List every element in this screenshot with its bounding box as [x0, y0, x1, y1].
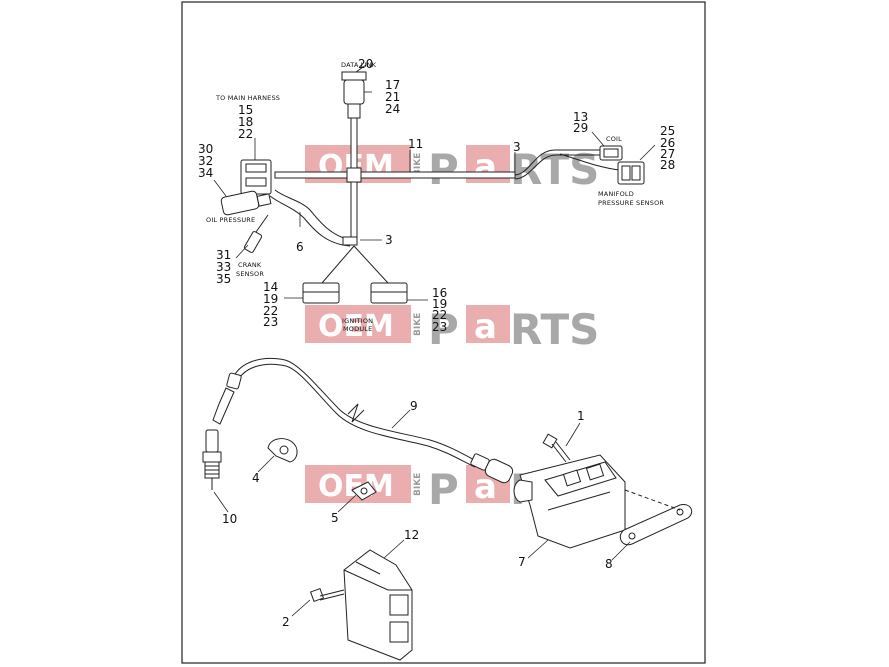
callout-8: 8 — [605, 557, 613, 571]
callout-18: 18 — [238, 115, 253, 129]
callout-13: 13 — [573, 110, 588, 124]
callout-35: 35 — [216, 272, 231, 286]
oil-pressure-sensor — [220, 190, 272, 216]
callout-34: 34 — [198, 166, 213, 180]
main-harness-label: TO MAIN HARNESS — [215, 94, 280, 102]
ignition-label-1: IGNITION — [342, 317, 373, 325]
main-harness-connector — [240, 159, 272, 195]
ignition-label-2: MODULE — [343, 325, 372, 333]
data-link-connector — [341, 71, 367, 119]
oil-pressure-label: OIL PRESSURE — [206, 216, 255, 224]
bolt-2 — [309, 587, 345, 603]
ignition-connector-right — [370, 282, 408, 304]
callout-16: 16 — [432, 286, 447, 300]
callout-22a: 22 — [238, 127, 253, 141]
callout-6: 6 — [296, 240, 304, 254]
watermark-2: OEM BIKE P a RTS — [305, 305, 599, 354]
svg-text:BIKE: BIKE — [413, 153, 423, 176]
callout-9: 9 — [410, 399, 418, 413]
svg-text:BIKE: BIKE — [413, 473, 423, 496]
spark-plug-cable — [212, 357, 514, 484]
callout-19b: 19 — [432, 297, 447, 311]
svg-text:RTS: RTS — [510, 145, 599, 194]
callout-31: 31 — [216, 248, 231, 262]
crank-sensor — [243, 214, 269, 253]
callout-2: 2 — [282, 615, 290, 629]
callout-22c: 22 — [432, 308, 447, 322]
svg-text:BIKE: BIKE — [413, 313, 423, 336]
svg-text:P: P — [428, 465, 459, 514]
callout-32: 32 — [198, 154, 213, 168]
svg-text:OEM: OEM — [318, 469, 394, 504]
callout-3b: 3 — [385, 233, 393, 247]
data-link-label: DATA LINK — [341, 61, 377, 69]
callout-33: 33 — [216, 260, 231, 274]
wiring-harness — [269, 117, 621, 284]
callout-1: 1 — [577, 409, 585, 423]
callout-20: 20 — [358, 57, 373, 71]
coil-label: COIL — [606, 135, 622, 143]
callout-22b: 22 — [263, 304, 278, 318]
crank-label-1: CRANK — [238, 261, 262, 269]
callout-25: 25 — [660, 124, 675, 138]
callout-15: 15 — [238, 103, 253, 117]
spark-plug — [202, 429, 222, 490]
callout-7: 7 — [518, 555, 526, 569]
crank-label-2: SENSOR — [236, 270, 264, 278]
callout-27: 27 — [660, 147, 675, 161]
manifold-label-1: MANIFOLD — [598, 190, 634, 198]
manifold-label-2: PRESSURE SENSOR — [598, 199, 664, 207]
callout-30: 30 — [198, 142, 213, 156]
callout-28: 28 — [660, 158, 675, 172]
callout-4: 4 — [252, 471, 260, 485]
callout-3a: 3 — [513, 140, 521, 154]
callout-12: 12 — [404, 528, 419, 542]
manifold-pressure-sensor — [617, 161, 645, 185]
callout-17: 17 — [385, 78, 400, 92]
callout-10: 10 — [222, 512, 237, 526]
bolt-1 — [542, 433, 571, 463]
coil-connector — [599, 145, 623, 161]
cable-clip — [267, 438, 298, 463]
svg-text:P: P — [428, 145, 459, 194]
callout-14: 14 — [263, 280, 278, 294]
svg-text:P: P — [428, 305, 459, 354]
ignition-coil — [513, 454, 626, 549]
callout-29: 29 — [573, 121, 588, 135]
svg-text:RTS: RTS — [510, 305, 599, 354]
mounting-bracket — [619, 489, 693, 546]
ignition-module — [343, 549, 413, 661]
svg-text:a: a — [474, 147, 497, 187]
svg-text:OEM: OEM — [318, 309, 394, 344]
diagram-frame — [181, 1, 706, 664]
clip-small — [351, 481, 377, 501]
ignition-connector-left — [302, 282, 340, 304]
svg-text:a: a — [474, 307, 497, 347]
callout-21: 21 — [385, 90, 400, 104]
callout-23a: 23 — [263, 315, 278, 329]
callout-26: 26 — [660, 136, 675, 150]
callout-23b: 23 — [432, 320, 447, 334]
callout-11: 11 — [408, 137, 423, 151]
callout-24: 24 — [385, 102, 400, 116]
callout-19a: 19 — [263, 292, 278, 306]
callout-5: 5 — [331, 511, 339, 525]
